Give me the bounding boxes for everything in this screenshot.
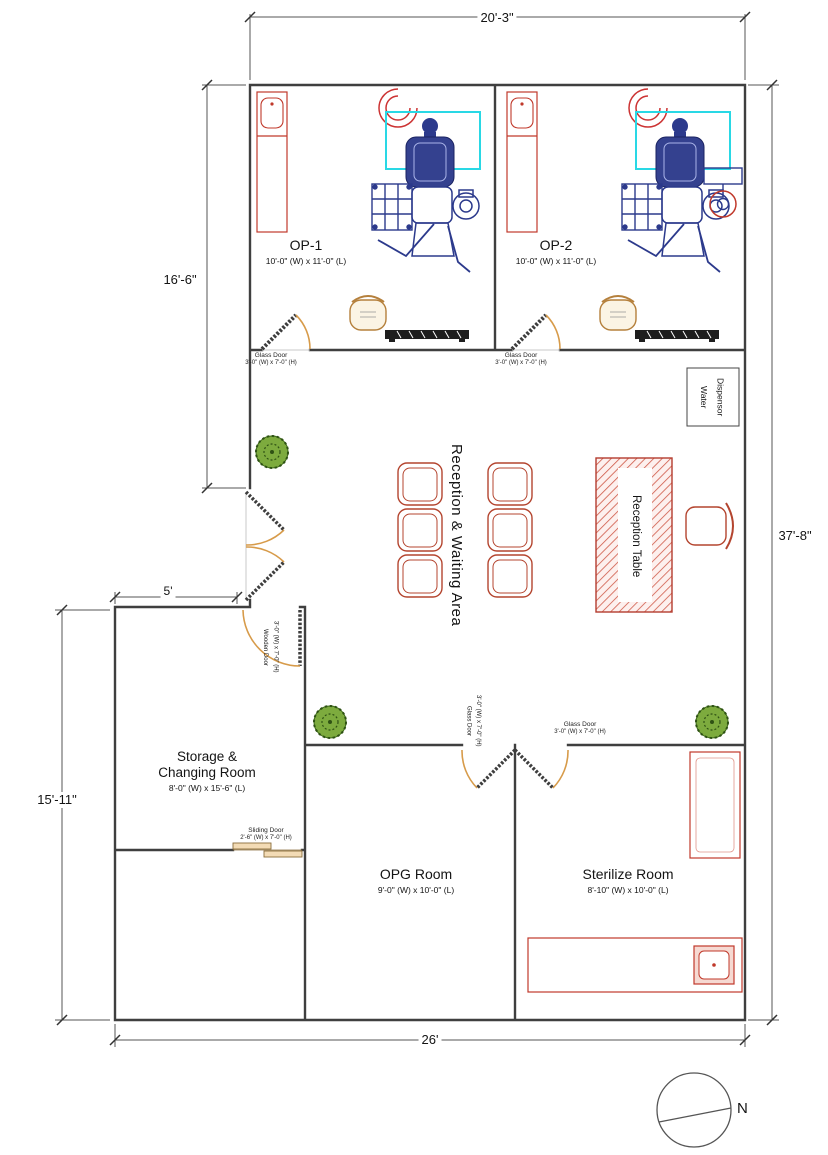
north-arrow-icon [656,1072,732,1148]
dimension-left-lower: 15'-11" [34,792,80,808]
water-dispenser-line2: Dispensor [715,377,726,417]
water-dispenser-box [686,367,740,427]
room-label-reception: Reception & Waiting Area [448,444,465,627]
glass-door-sterilize-size: 3'-0" (W) x 7'-0" (H) [554,728,606,735]
sterilize-fixtures [527,751,743,993]
glass-door-op1-label: Glass Door 3'-0" (W) x 7'-0" (H) [245,352,297,367]
plant-icon [695,705,729,739]
room-label-op2: OP-2 [539,237,573,253]
dimension-right: 37'-8" [775,528,815,544]
water-dispenser-line1: Water [699,385,710,409]
glass-door-op1 [260,313,311,351]
glass-door-op2-name: Glass Door [504,352,538,359]
wooden-door-label: Wooden Door 3'-0" (W) x 7'-0" (H) [260,611,280,683]
glass-door-sterilize [513,748,569,790]
reception-chair [685,502,734,550]
waiting-chairs [397,462,533,598]
glass-door-op2-label: Glass Door 3'-0" (W) x 7'-0" (H) [495,352,547,367]
dimension-left-mid: 5' [160,584,176,599]
north-label: N [737,1100,748,1117]
reception-table-label: Reception Table [626,470,644,602]
glass-door-op2 [510,313,561,351]
plant-icon [313,705,347,739]
wooden-door-size: 3'-0" (W) x 7'-0" (H) [272,621,279,673]
glass-door-opg-label: Glass Door 3'-0" (W) x 7'-0" (H) [463,694,482,748]
room-label-storage: Storage & Changing Room 8'-0" (W) x 15'-… [158,749,256,794]
glass-door-opg-size: 3'-0" (W) x 7'-0" (H) [475,695,482,747]
sink-icon [693,945,735,985]
glass-door-opg-name: Glass Door [465,705,472,736]
dimension-bottom: 26' [418,1032,442,1048]
glass-door-op2-size: 3'-0" (W) x 7'-0" (H) [495,359,547,366]
xray-unit-icon [703,167,743,218]
storage-name-line1: Storage & [176,749,238,764]
door-sills [245,349,560,600]
room-label-opg: OPG Room [379,866,453,882]
sliding-door [232,842,303,858]
glass-door-sterilize-label: Glass Door 3'-0" (W) x 7'-0" (H) [554,721,606,736]
wooden-door-name: Wooden Door [262,628,269,666]
room-label-sterilize: Sterilize Room [582,866,674,882]
op2-suite [507,89,743,342]
room-size-opg: 9'-0" (W) x 10'-0" (L) [377,885,455,895]
room-size-sterilize: 8'-10" (W) x 10'-0" (L) [587,885,669,895]
storage-name-line2: Changing Room [158,765,256,781]
glass-door-op1-size: 3'-0" (W) x 7'-0" (H) [245,359,297,366]
room-size-op2: 10'-0" (W) x 11'-0" (L) [515,256,597,266]
plant-icon [255,435,289,469]
doors [232,313,569,858]
room-size-op1: 10'-0" (W) x 11'-0" (L) [265,256,347,266]
dimension-top: 20'-3" [477,10,517,26]
sliding-door-label: Sliding Door 2'-6" (W) x 7'-0" (H) [240,827,292,842]
glass-door-opg [461,748,517,790]
sliding-door-size: 2'-6" (W) x 7'-0" (H) [240,834,292,841]
sliding-door-name: Sliding Door [248,827,284,834]
wooden-door [242,609,302,667]
storage-size: 8'-0" (W) x 15'-6" (L) [168,783,246,794]
double-door-reception [244,490,286,602]
glass-door-op1-name: Glass Door [254,352,288,359]
walls [113,83,747,1022]
room-label-op1: OP-1 [289,237,323,253]
water-dispenser-label: Water Dispensor [696,371,728,423]
op1-suite [257,89,480,342]
glass-door-sterilize-name: Glass Door [563,721,597,728]
dimension-left-upper: 16'-6" [160,272,200,288]
